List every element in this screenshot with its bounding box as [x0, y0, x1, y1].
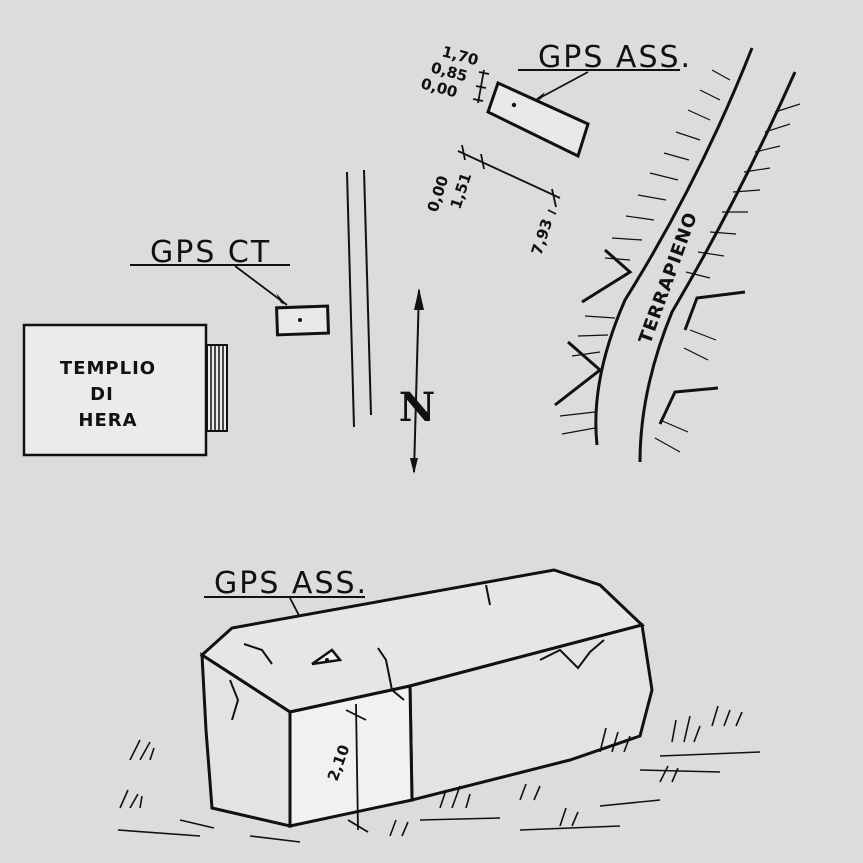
temple-of-hera: TEMPLIO DI HERA — [22, 323, 228, 457]
temple-label-line-1: TEMPLIO — [60, 358, 156, 379]
road-lines — [346, 169, 372, 428]
height-dims — [472, 69, 490, 104]
gps-ass-marker — [311, 648, 343, 666]
gps-ass-block — [486, 80, 590, 159]
north-symbol: N — [399, 384, 436, 431]
gps-ct-block — [275, 304, 331, 337]
block-height-dim — [345, 703, 369, 833]
temple-label-line-2: DI — [90, 384, 114, 405]
offset-dims — [457, 144, 561, 215]
temple-label-line-3: HERA — [78, 410, 137, 431]
offset-dim-2: 1,51 — [447, 170, 476, 211]
gps-ass-plan-callout: GPS ASS. — [486, 40, 690, 159]
offset-dim-3: 7,93 — [528, 216, 557, 257]
offset-dim-1: 0,00 — [424, 173, 453, 214]
embankment: TERRAPIENO — [554, 47, 801, 463]
stone-block — [199, 568, 655, 830]
gps-ass-perspective-label: GPS ASS. — [214, 566, 368, 601]
gps-ct-callout: GPS CT — [130, 235, 331, 337]
north-arrow: N — [399, 288, 436, 474]
ground-vegetation — [117, 705, 761, 843]
